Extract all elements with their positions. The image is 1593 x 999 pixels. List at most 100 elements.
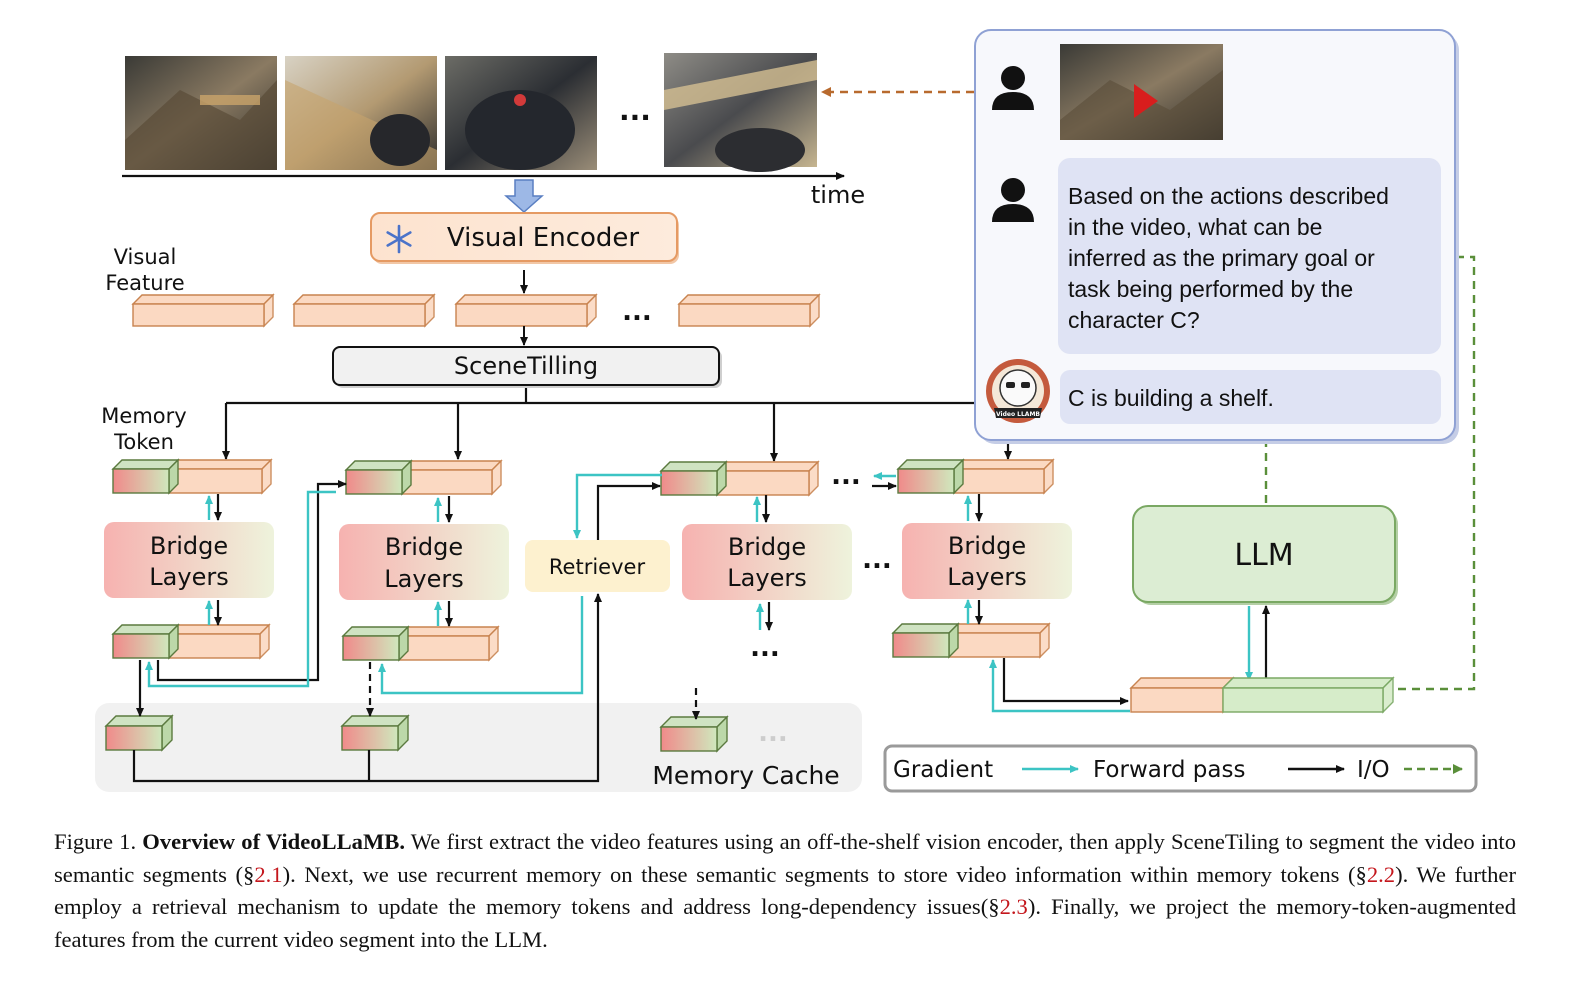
bridge-row-ellipsis: ... <box>862 545 892 575</box>
llm-input-memory-feature <box>1129 676 1235 714</box>
visual-feature-blocks <box>131 293 821 328</box>
memory-cache-label: Memory Cache <box>652 761 839 790</box>
memory-token-block-4 <box>896 458 1055 495</box>
memory-token-block-1-memory <box>111 458 180 495</box>
output-token-block-1 <box>111 623 271 660</box>
encoder-input-arrow <box>504 179 544 214</box>
scenetiling-box: SceneTilling <box>332 346 722 388</box>
video-frame-3 <box>445 56 597 170</box>
caption-text-2: ). Next, we use recurrent memory on thes… <box>282 861 1367 887</box>
scenetiling-distribution-bus <box>222 388 1012 462</box>
output-token-block-4-memory <box>891 622 960 659</box>
bridge-2-label-2: Layers <box>384 565 463 593</box>
figure-caption: Figure 1. Overview of VideoLLaMB. We fir… <box>54 826 1516 956</box>
llm-box: LLM <box>1132 505 1398 605</box>
caption-text-4: ). Finally, we project the memory-token-… <box>54 894 1516 952</box>
gradient-arrows <box>145 472 1253 713</box>
play-icon <box>1134 84 1158 118</box>
memory-token-block-3 <box>659 460 820 497</box>
snowflake-icon <box>386 224 412 254</box>
caption-ref-2[interactable]: 2.2 <box>1366 861 1396 887</box>
video-frames: ... <box>125 53 817 172</box>
question-line-4: task being performed by the <box>1068 276 1353 302</box>
visual-feature-label-1: Visual <box>114 245 177 269</box>
visual-encoder-box: Visual Encoder <box>370 212 679 264</box>
memory-token-blocks <box>111 458 1055 662</box>
caption-prefix: Figure 1. <box>54 829 143 854</box>
bridge-3-label-1: Bridge <box>728 533 806 561</box>
memory-token-block-2-memory <box>344 459 413 496</box>
memory-token-block-4-feature <box>952 458 1055 495</box>
legend-io-label: I/O <box>1357 757 1390 783</box>
question-line-3: inferred as the primary goal or <box>1068 245 1375 271</box>
llm-input-text-tokens <box>1221 676 1395 714</box>
bridge-layers-1: Bridge Layers <box>104 522 274 598</box>
memory-token-block-2-feature <box>400 459 503 496</box>
forward-pass-arrows <box>132 480 1270 783</box>
videollamb-diagram: ... time Visual Encoder Visual Feature .… <box>95 29 1478 793</box>
cache-block-2-memory <box>340 714 410 752</box>
answer-text: C is building a shelf. <box>1068 385 1274 411</box>
bridge-1-label-2: Layers <box>149 563 228 591</box>
cache-block-1 <box>104 714 174 752</box>
output-token-block-1-feature <box>167 623 271 660</box>
memory-token-block-3-feature <box>715 460 820 497</box>
visual-feature-block-2 <box>292 293 436 328</box>
visual-feature-block-3 <box>454 293 598 328</box>
token-row-ellipsis: ... <box>831 461 861 491</box>
scenetiling-label: SceneTilling <box>454 352 598 380</box>
bridge-layers-2: Bridge Layers <box>339 524 509 600</box>
retriever-label: Retriever <box>549 555 646 579</box>
time-label: time <box>811 181 865 209</box>
bridge-1-label-1: Bridge <box>150 532 228 560</box>
bridge-layers-4: Bridge Layers <box>902 523 1072 599</box>
cache-block-1-memory <box>104 714 174 752</box>
video-frame-4 <box>664 53 817 172</box>
retriever-box: Retriever <box>525 540 670 592</box>
answer-bubble <box>1060 370 1441 424</box>
user-icon-2 <box>992 178 1034 222</box>
caption-text-3: ). We further employ a retrieval mechani… <box>54 861 1516 920</box>
bridge-layers-3: Bridge Layers <box>682 524 852 600</box>
memory-token-block-1 <box>111 458 273 495</box>
visual-feature-label-2: Feature <box>105 271 184 295</box>
avatar-text: Video LLAMB <box>996 411 1040 418</box>
output-token-block-1-memory <box>111 623 180 660</box>
legend-gradient-label: Gradient <box>893 757 993 783</box>
cache-block-3-memory <box>659 715 729 753</box>
memory-token-block-4-memory <box>896 458 965 495</box>
output-token-block-4-feature <box>947 622 1051 659</box>
bridge-4-label-1: Bridge <box>948 532 1026 560</box>
frames-ellipsis: ... <box>619 94 651 127</box>
visual-encoder-label: Visual Encoder <box>447 223 639 253</box>
question-line-1: Based on the actions described <box>1068 183 1389 209</box>
output-token-block-2 <box>341 625 500 662</box>
caption-ref-3[interactable]: 2.3 <box>999 894 1028 919</box>
llm-label: LLM <box>1234 538 1293 573</box>
memory-token-label-2: Token <box>113 430 174 454</box>
cache-block-2 <box>340 714 410 752</box>
caption-title: Overview of VideoLLaMB. <box>142 829 405 854</box>
llm-input-sequence <box>1129 676 1395 714</box>
memory-token-block-1-feature <box>167 458 273 495</box>
video-frame-1 <box>125 56 277 170</box>
user-icon-1 <box>992 66 1034 110</box>
memory-token-block-2 <box>344 459 503 496</box>
memory-token-block-3-memory <box>659 460 728 497</box>
bridge-4-label-2: Layers <box>947 563 1026 591</box>
memory-token-label-1: Memory <box>101 404 186 428</box>
question-line-5: character C? <box>1068 307 1200 333</box>
memory-cache-blocks <box>104 714 729 753</box>
video-frame-2 <box>285 56 437 170</box>
caption-text-1: We first extract the video features usin… <box>54 829 1517 887</box>
bridge-3-label-2: Layers <box>727 564 806 592</box>
visual-feature-block-1 <box>131 293 275 328</box>
legend-forward-label: Forward pass <box>1093 757 1245 783</box>
videollamb-avatar: Video LLAMB <box>986 359 1050 423</box>
output-token-block-2-memory <box>341 625 410 662</box>
bridge-2-label-1: Bridge <box>385 533 463 561</box>
output-token-block-2-feature <box>397 625 500 662</box>
video-thumbnail <box>1060 44 1223 140</box>
output-token-block-4 <box>891 622 1051 659</box>
caption-ref-1[interactable]: 2.1 <box>254 861 283 887</box>
